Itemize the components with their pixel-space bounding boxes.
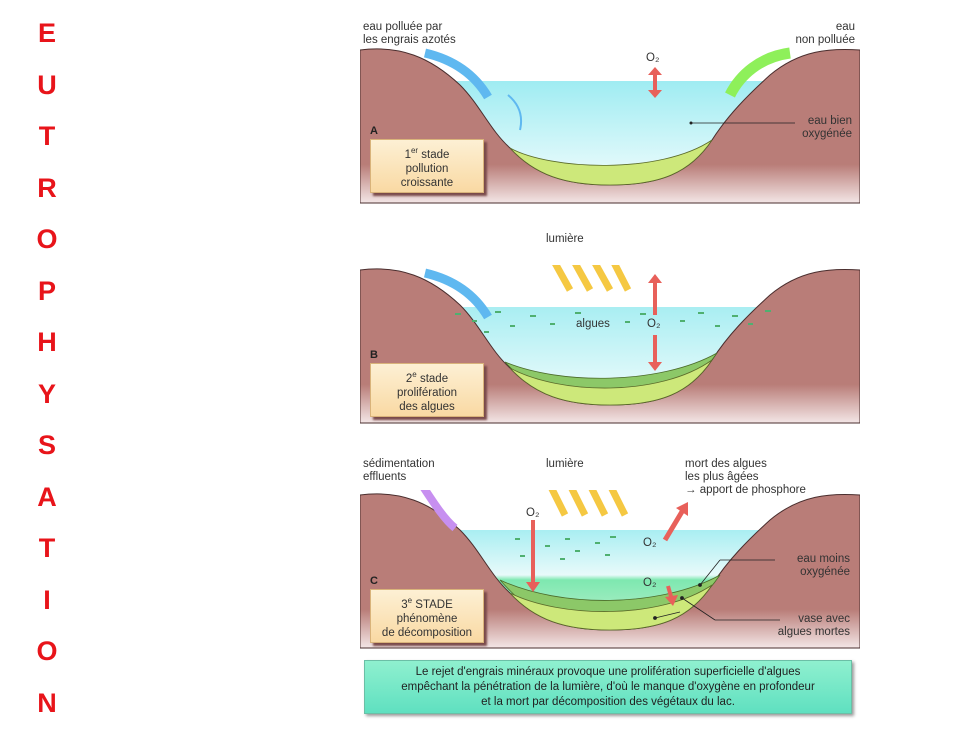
light-arrows — [545, 265, 628, 290]
panel-letter: A — [370, 125, 378, 137]
algae-label: algues — [576, 318, 610, 331]
title-letter: P — [22, 266, 72, 318]
title-letter: O — [22, 626, 72, 678]
o2-label: O₂ — [647, 318, 660, 331]
panel-letter: B — [370, 349, 378, 361]
title-letter: Y — [22, 369, 72, 421]
title-letter: O — [22, 214, 72, 266]
caption-line: et la mort par décomposition des végétau… — [365, 695, 851, 710]
title-letter: N — [22, 678, 72, 729]
title-letter: H — [22, 317, 72, 369]
panel-letter: C — [370, 575, 378, 587]
title-letter: U — [22, 60, 72, 112]
title-letter: E — [22, 8, 72, 60]
light-label: lumière — [546, 458, 584, 471]
o2-label: O₂ — [643, 537, 656, 550]
o2-label: O₂ — [526, 507, 539, 520]
title-letter: I — [22, 575, 72, 627]
title-letter: R — [22, 163, 72, 215]
caption-line: Le rejet d'engrais minéraux provoque une… — [365, 665, 851, 680]
title-letter: S — [22, 420, 72, 472]
caption-line: empêchant la pénétration de la lumière, … — [365, 680, 851, 695]
title-letter: A — [22, 472, 72, 524]
o2-label: O₂ — [646, 52, 659, 65]
caption-box: Le rejet d'engrais minéraux provoque une… — [364, 660, 852, 714]
title-letter: T — [22, 523, 72, 575]
light-label: lumière — [546, 233, 584, 246]
title-letter: T — [22, 111, 72, 163]
o2-label: O₂ — [643, 577, 656, 590]
